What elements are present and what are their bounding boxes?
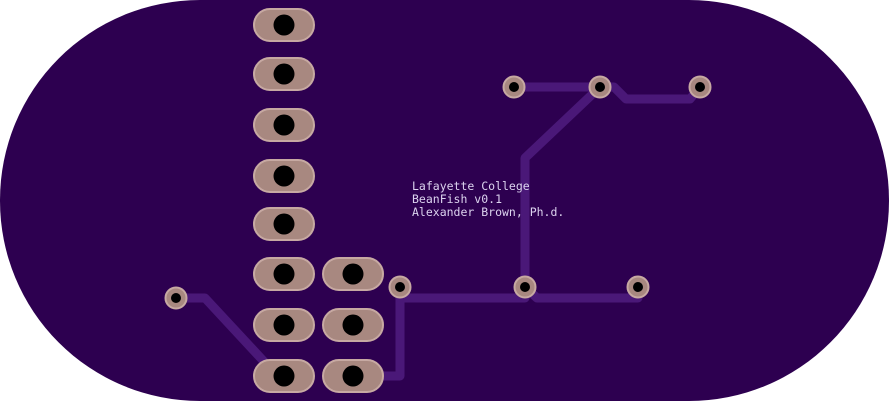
round-pad bbox=[688, 75, 712, 99]
drill-hole bbox=[342, 365, 364, 387]
oblong-pad bbox=[253, 207, 315, 241]
drill-hole bbox=[273, 14, 295, 36]
silk-line-project: BeanFish v0.1 bbox=[412, 192, 502, 206]
oblong-pad bbox=[253, 359, 315, 393]
oblong-pad bbox=[253, 8, 315, 42]
drill-hole bbox=[273, 165, 295, 187]
drill-hole bbox=[595, 82, 605, 92]
silk-line-college: Lafayette College bbox=[412, 179, 530, 193]
via-layer bbox=[164, 75, 712, 310]
silkscreen-text-block: Lafayette College BeanFish v0.1 Alexande… bbox=[412, 179, 564, 219]
drill-hole bbox=[273, 314, 295, 336]
drill-hole bbox=[273, 63, 295, 85]
round-pad bbox=[626, 275, 650, 299]
round-pad bbox=[502, 75, 526, 99]
round-pad bbox=[588, 75, 612, 99]
oblong-pad bbox=[253, 108, 315, 142]
oblong-pad bbox=[322, 257, 384, 291]
oblong-pad bbox=[322, 359, 384, 393]
round-pad bbox=[513, 275, 537, 299]
drill-hole bbox=[509, 82, 519, 92]
silk-line-author: Alexander Brown, Ph.d. bbox=[412, 205, 564, 219]
round-pad bbox=[164, 286, 188, 310]
drill-hole bbox=[273, 114, 295, 136]
oblong-pad bbox=[322, 308, 384, 342]
drill-hole bbox=[273, 213, 295, 235]
oblong-pad bbox=[253, 308, 315, 342]
drill-hole bbox=[273, 365, 295, 387]
trace bbox=[520, 82, 605, 292]
drill-hole bbox=[695, 82, 705, 92]
round-pad bbox=[388, 275, 412, 299]
drill-hole bbox=[171, 293, 181, 303]
drill-hole bbox=[520, 282, 530, 292]
pin-header-column-2 bbox=[322, 257, 384, 393]
drill-hole bbox=[273, 263, 295, 285]
oblong-pad bbox=[253, 159, 315, 193]
drill-hole bbox=[633, 282, 643, 292]
oblong-pad bbox=[253, 257, 315, 291]
drill-hole bbox=[342, 314, 364, 336]
pin-header-column-1 bbox=[253, 8, 315, 393]
drill-hole bbox=[342, 263, 364, 285]
drill-hole bbox=[395, 282, 405, 292]
oblong-pad bbox=[253, 57, 315, 91]
